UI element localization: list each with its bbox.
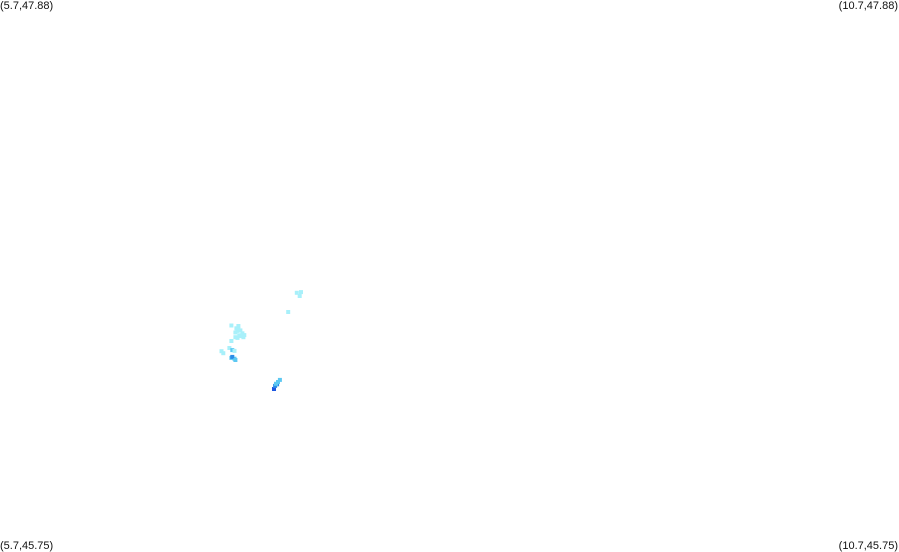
precip-cell-light bbox=[239, 334, 244, 339]
precip-cell-light bbox=[235, 335, 240, 340]
precip-cell-light bbox=[229, 323, 234, 328]
precip-cell-light bbox=[227, 346, 232, 350]
precip-cell-light bbox=[233, 335, 238, 340]
precip-cell-medium bbox=[277, 377, 282, 382]
precip-cell-light bbox=[236, 324, 241, 328]
precip-cell-medium bbox=[274, 381, 278, 386]
precip-cell-light bbox=[242, 333, 247, 338]
precip-cell-light bbox=[221, 351, 226, 356]
precip-cell-light bbox=[229, 339, 234, 343]
precip-cell-light bbox=[238, 328, 243, 333]
precip-cell-heavy bbox=[272, 387, 276, 391]
corner-label-bottom-right: (10.7,45.75) bbox=[838, 540, 898, 552]
precip-cell-medium bbox=[233, 358, 238, 362]
precip-cell-light bbox=[232, 348, 237, 353]
corner-label-top-right: (10.7,47.88) bbox=[838, 0, 898, 12]
precip-cell-light bbox=[297, 294, 302, 298]
precip-cell-light bbox=[294, 290, 299, 295]
precip-cell-strong bbox=[230, 354, 235, 359]
precip-cell-light bbox=[241, 335, 246, 340]
corner-label-top-left: (5.7,47.88) bbox=[0, 0, 54, 12]
precip-cell-light bbox=[299, 290, 303, 295]
precip-cell-medium bbox=[230, 348, 235, 353]
precip-cell-light bbox=[286, 310, 291, 314]
precip-cell-light bbox=[234, 326, 239, 331]
corner-label-bottom-left: (5.7,45.75) bbox=[0, 540, 54, 552]
precip-cell-light bbox=[233, 330, 238, 335]
